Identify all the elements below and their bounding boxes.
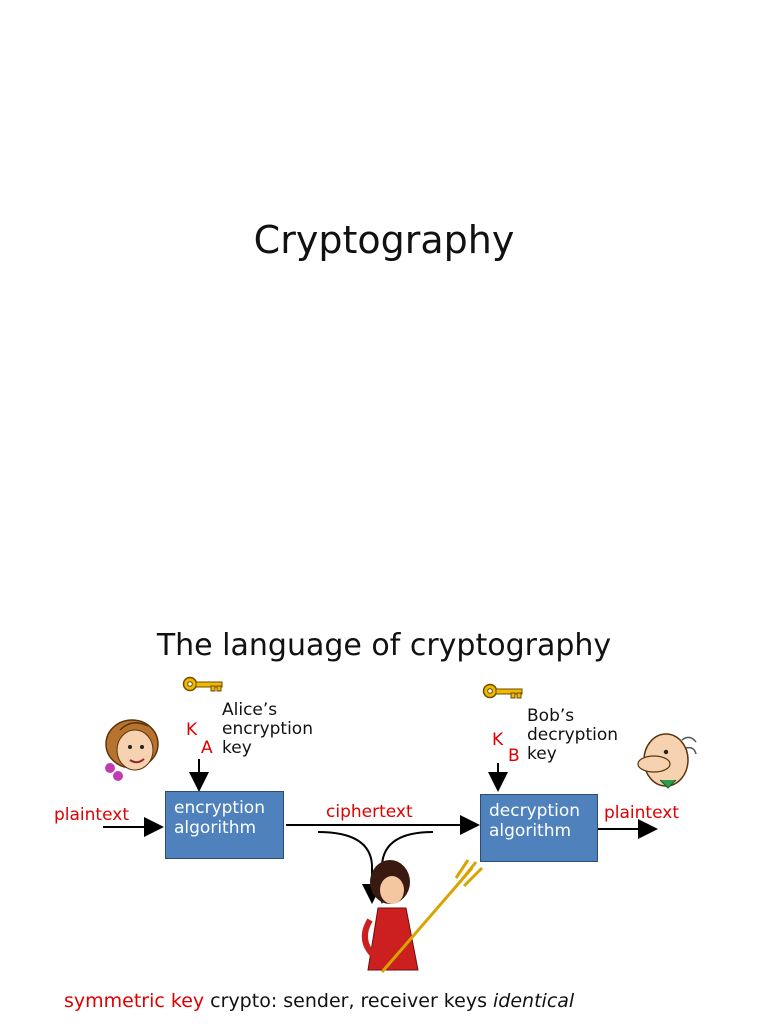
footer-highlight: symmetric key — [64, 990, 205, 1012]
slide-title: The language of cryptography — [156, 628, 612, 663]
alice-key-line-3: key — [222, 738, 252, 759]
alice-key-subscript: A — [201, 738, 213, 758]
bob-figure — [637, 733, 697, 789]
key-icon — [182, 676, 223, 692]
plaintext-output-label: plaintext — [604, 803, 679, 823]
alice-figure — [105, 719, 159, 781]
trudy-figure — [361, 859, 484, 973]
bob-key-line-2: decryption — [527, 725, 619, 746]
plaintext-input-label: plaintext — [54, 805, 129, 825]
alice-key-line-1: Alice’s — [222, 700, 278, 720]
decryption-box-line-2: algorithm — [489, 821, 572, 842]
bob-key-line-3: key — [527, 744, 557, 765]
bob-key-line-1: Bob’s — [527, 706, 575, 726]
slide-2: The language of cryptography — [0, 580, 768, 1024]
encryption-box-line-1: encryption — [174, 798, 265, 818]
encryption-box-line-2: algorithm — [174, 818, 257, 839]
alice-key-line-2: encryption — [222, 719, 313, 740]
encryption-algorithm-box: encryption algorithm — [165, 791, 284, 859]
diagram-arrows — [103, 676, 697, 973]
footer-caption: symmetric key crypto: sender, receiver k… — [64, 990, 574, 1012]
slide-1: Cryptography — [253, 218, 515, 262]
footer-emphasis: identical — [493, 990, 575, 1012]
alice-key-k: K — [186, 720, 198, 740]
key-icon — [482, 683, 523, 699]
slide-title: Cryptography — [253, 218, 515, 262]
bob-key-label: Bob’s decryption key — [527, 706, 619, 765]
alice-key-label: Alice’s encryption key — [222, 700, 313, 759]
arrow-intercept-left — [317, 831, 382, 904]
decryption-box-line-1: decryption — [489, 801, 581, 821]
decryption-algorithm-box: decryption algorithm — [480, 794, 598, 862]
bob-key-subscript: B — [508, 746, 520, 766]
bob-key-k: K — [492, 730, 504, 750]
footer-middle: crypto: sender, receiver keys — [204, 990, 494, 1012]
ciphertext-label: ciphertext — [326, 802, 413, 822]
